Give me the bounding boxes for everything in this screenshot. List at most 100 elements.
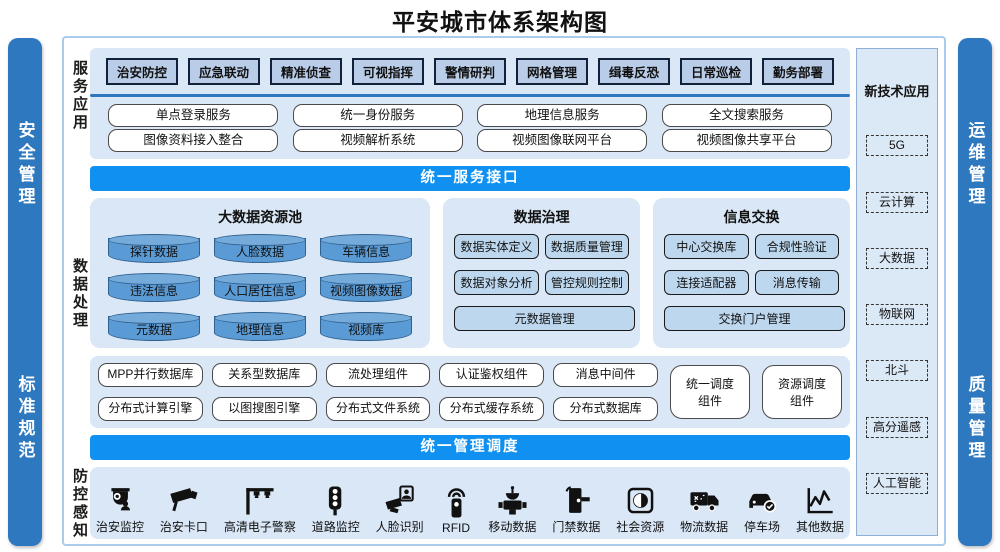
- truck-icon: [690, 492, 719, 512]
- scheduling-component-box: 统一调度组件: [670, 365, 750, 419]
- governance-button: 管控规则控制: [544, 270, 630, 295]
- page-title: 平安城市体系架构图: [392, 9, 608, 35]
- left-bar-bottom-label: 标准规范: [15, 375, 35, 463]
- service-button: 视频图像共享平台: [661, 129, 832, 152]
- sensing-item: 道路监控: [312, 484, 360, 535]
- component-button: 分布式缓存系统: [439, 397, 545, 421]
- big-data-pool-panel: 大数据资源池 探针数据 人脸数据 车辆信息 违法信息 人口居住信息 视频图像数据…: [90, 198, 431, 348]
- panel-title: 数据治理: [513, 209, 570, 225]
- service-button: 统一身份服务: [292, 104, 463, 127]
- sensing-label: 道路监控: [311, 520, 360, 534]
- sensing-item: 治安监控: [96, 484, 144, 535]
- exchange-button: 合规性验证: [754, 234, 840, 259]
- rfid-reader-icon: [447, 488, 465, 518]
- sensing-label: 门禁数据: [552, 520, 601, 534]
- service-button: 地理信息服务: [477, 104, 648, 127]
- sensing-item: 物流数据: [680, 484, 728, 535]
- sensing-item: 人脸识别: [376, 484, 424, 535]
- gantry-camera-icon: [246, 488, 274, 515]
- bullet-camera-icon: [170, 488, 198, 512]
- row-label-sensing: 防控感知: [71, 468, 88, 540]
- service-button: 图像资料接入整合: [108, 129, 279, 152]
- sensing-item: 停车场: [744, 484, 780, 535]
- row-label-data: 数据处理: [71, 258, 88, 330]
- blue-divider: [90, 94, 850, 97]
- sensing-item: 社会资源: [616, 484, 664, 535]
- database-cylinder: 违法信息: [108, 273, 201, 302]
- governance-row: 数据实体定义 数据质量管理: [451, 234, 632, 259]
- app-button: 日常巡检: [679, 57, 752, 85]
- service-button: 视频解析系统: [292, 129, 463, 152]
- exchange-button: 消息传输: [754, 270, 840, 295]
- sensing-label: 高清电子警察: [223, 520, 296, 534]
- component-button: 分布式文件系统: [325, 397, 431, 421]
- door-access-icon: [565, 486, 590, 513]
- service-button: 单点登录服务: [108, 104, 279, 127]
- row-label-services: 服务应用: [71, 60, 88, 132]
- application-buttons-strip: 治安防控 应急联动 精准侦查 可视指挥 警情研判 网格管理 缉毒反恐 日常巡检 …: [90, 48, 850, 94]
- database-cylinder: 视频图像数据: [320, 273, 413, 302]
- governance-button: 数据对象分析: [454, 270, 539, 295]
- components-strip: MPP并行数据库 关系型数据库 流处理组件 认证鉴权组件 消息中间件 分布式计算…: [90, 356, 850, 428]
- governance-row: 数据对象分析 管控规则控制: [451, 270, 632, 295]
- exchange-row: 交换门户管理: [661, 306, 845, 331]
- database-cylinder: 人脸数据: [214, 234, 307, 263]
- service-button: 全文搜索服务: [661, 104, 832, 127]
- sensing-item: 高清电子警察: [224, 484, 296, 535]
- database-cylinder: 视频库: [320, 312, 413, 341]
- governance-row: 元数据管理: [451, 306, 636, 331]
- app-button: 可视指挥: [351, 57, 424, 85]
- resource-scheduling-box: 资源调度组件: [762, 365, 842, 419]
- left-side-bar: 安全管理 标准规范: [8, 38, 42, 546]
- diagram-frame: 服务应用 数据处理 防控感知 治安防控 应急联动 精准侦查 可视指挥 警情研判 …: [62, 36, 946, 546]
- sensing-item: 移动数据: [488, 484, 536, 535]
- exchange-button: 交换门户管理: [664, 306, 845, 331]
- exchange-button: 连接适配器: [664, 270, 749, 295]
- sensing-label: 移动数据: [488, 520, 537, 534]
- main-column: 治安防控 应急联动 精准侦查 可视指挥 警情研判 网格管理 缉毒反恐 日常巡检 …: [90, 48, 850, 539]
- app-button: 应急联动: [187, 57, 260, 85]
- new-tech-item: 5G: [866, 135, 928, 157]
- new-tech-item: 高分遥感: [866, 416, 928, 438]
- unified-management-banner: 统一管理调度: [90, 435, 850, 460]
- unified-service-interface-banner: 统一服务接口: [90, 166, 850, 191]
- database-cylinder: 人口居住信息: [214, 273, 307, 302]
- sensing-label: 停车场: [744, 520, 781, 534]
- app-button: 网格管理: [515, 57, 588, 85]
- right-bar-bottom-label: 质量管理: [965, 375, 985, 463]
- sensing-label: RFID: [442, 521, 471, 535]
- globe-icon: [627, 487, 654, 514]
- database-cylinder: 车辆信息: [320, 234, 413, 263]
- sensing-label: 社会资源: [616, 520, 665, 534]
- new-tech-panel: 新技术应用 5G 云计算 大数据 物联网 北斗 高分遥感 人工智能: [856, 48, 938, 536]
- app-button: 勤务部署: [761, 57, 834, 85]
- component-button: 分布式计算引擎: [98, 397, 203, 421]
- governance-button: 数据实体定义: [454, 234, 539, 259]
- sensing-item: 其他数据: [796, 484, 844, 535]
- component-button: MPP并行数据库: [98, 363, 203, 387]
- sensing-label: 治安卡口: [159, 520, 208, 534]
- line-chart-icon: [807, 488, 834, 514]
- exchange-button: 中心交换库: [664, 234, 749, 259]
- sensing-label: 治安监控: [96, 520, 145, 534]
- new-tech-item: 北斗: [866, 360, 928, 382]
- exchange-row: 中心交换库 合规性验证: [661, 234, 842, 259]
- governance-button: 元数据管理: [454, 306, 636, 331]
- traffic-light-icon: [329, 486, 342, 516]
- panel-title: 信息交换: [723, 209, 780, 225]
- new-tech-items: 5G 云计算 大数据 物联网 北斗 高分遥感 人工智能: [857, 100, 937, 535]
- service-row: 单点登录服务 统一身份服务 地理信息服务 全文搜索服务: [94, 104, 846, 127]
- component-button: 关系型数据库: [211, 363, 317, 387]
- data-processing-row: 大数据资源池 探针数据 人脸数据 车辆信息 违法信息 人口居住信息 视频图像数据…: [90, 198, 850, 348]
- face-recognition-icon: [385, 485, 414, 514]
- sensing-strip: 治安监控 治安卡口 高清电子警察 道路监控 人脸识别 RFID: [90, 467, 850, 539]
- service-row: 图像资料接入整合 视频解析系统 视频图像联网平台 视频图像共享平台: [94, 129, 846, 152]
- exchange-row: 连接适配器 消息传输: [661, 270, 842, 295]
- component-button: 消息中间件: [553, 363, 658, 387]
- new-tech-item: 云计算: [866, 191, 928, 213]
- component-button: 分布式数据库: [553, 397, 658, 421]
- service-button: 视频图像联网平台: [477, 129, 648, 152]
- sensing-label: 物流数据: [680, 520, 729, 534]
- sensing-item: 治安卡口: [160, 484, 208, 535]
- sensing-item: RFID: [440, 487, 473, 535]
